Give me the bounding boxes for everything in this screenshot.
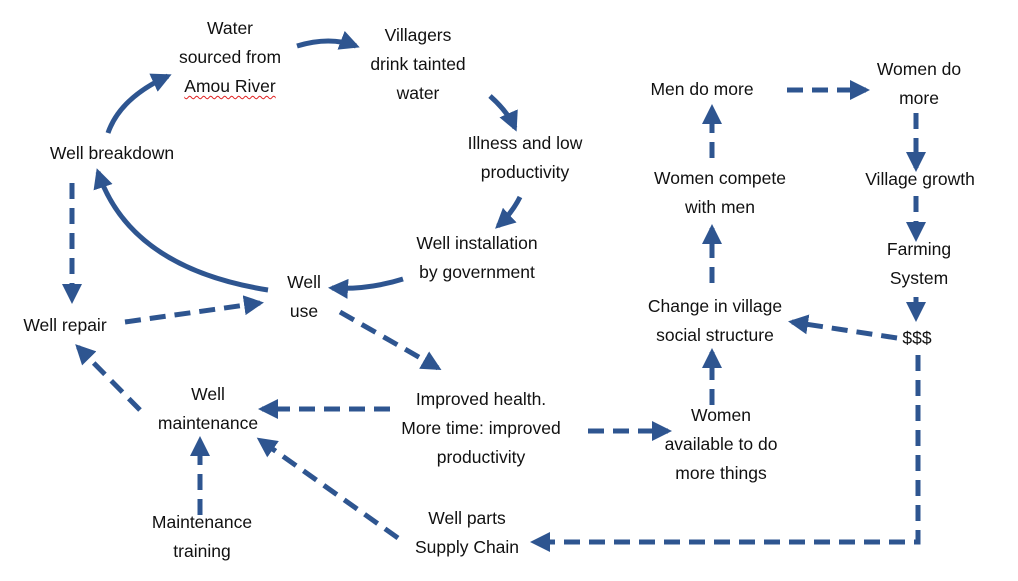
node-village-growth: Village growth — [865, 165, 975, 194]
arrow-breakdown-to-water — [105, 73, 172, 134]
node-well-breakdown-line1: Well breakdown — [49, 143, 175, 163]
arrow-maintenance-to-repair — [75, 344, 142, 412]
arrow-repair-to-welluse — [124, 295, 264, 325]
arrow-welluse-to-improved — [338, 309, 442, 371]
node-well-parts: Well parts Supply Chain — [415, 504, 519, 562]
arrow-water-to-villagers — [296, 30, 360, 50]
node-men-do-more: Men do more — [650, 75, 753, 104]
node-change-social-line1: Change in village — [647, 296, 783, 316]
node-well-breakdown: Well breakdown — [50, 139, 174, 168]
node-change-social-line2: social structure — [656, 325, 774, 345]
node-well-repair-line1: Well repair — [23, 315, 107, 335]
node-illness-line1: Illness and low — [467, 133, 583, 153]
node-well-use-line2: use — [289, 301, 319, 321]
node-water-sourced-line3: Amou River — [184, 76, 276, 96]
node-villagers-drink-line3: water — [396, 83, 440, 103]
node-women-do-more-line2: more — [899, 88, 939, 108]
node-farming-system: Farming System — [887, 235, 951, 293]
node-change-social: Change in village social structure — [648, 292, 782, 350]
node-women-do-more: Women do more — [877, 55, 961, 113]
node-men-do-more-line1: Men do more — [650, 79, 754, 99]
node-improved-health: Improved health. More time: improved pro… — [401, 385, 561, 472]
node-well-installation-line1: Well installation — [416, 233, 538, 253]
node-well-use: Well use — [287, 268, 321, 326]
node-women-compete-line1: Women compete — [654, 168, 786, 188]
arrow-supply-to-maintenance — [256, 437, 400, 541]
node-well-maintenance-line1: Well — [191, 384, 225, 404]
node-illness-line2: productivity — [480, 162, 570, 182]
node-water-sourced-line2: sourced from — [178, 47, 282, 67]
node-villagers-drink-line2: drink tainted — [370, 54, 466, 74]
node-village-growth-line1: Village growth — [865, 169, 975, 189]
node-money: $$$ — [902, 324, 931, 353]
node-villagers-drink: Villagers drink tainted water — [370, 21, 465, 108]
node-maintenance-training-line1: Maintenance — [151, 512, 253, 532]
arrow-installation-to-welluse — [328, 276, 404, 299]
arrow-welluse-to-breakdown — [93, 168, 269, 293]
node-improved-health-line1: Improved health. — [415, 389, 547, 409]
node-farming-system-line2: System — [889, 268, 949, 288]
node-improved-health-line2: More time: improved — [401, 418, 561, 438]
node-women-compete-line2: with men — [684, 197, 756, 217]
node-maintenance-training: Maintenance training — [152, 508, 252, 566]
node-well-repair: Well repair — [23, 311, 106, 340]
node-money-line1: $$$ — [902, 328, 932, 348]
arrow-money-to-change — [788, 314, 898, 341]
node-well-installation: Well installation by government — [416, 229, 537, 287]
node-illness: Illness and low productivity — [468, 129, 583, 187]
node-well-parts-line1: Well parts — [428, 508, 506, 528]
node-well-use-line1: Well — [287, 272, 321, 292]
node-women-available-line3: more things — [675, 463, 767, 483]
node-well-installation-line2: by government — [419, 262, 535, 282]
node-women-available: Women available to do more things — [665, 401, 778, 488]
arrow-money-to-supply — [530, 355, 921, 552]
node-well-maintenance: Well maintenance — [158, 380, 258, 438]
node-improved-health-line3: productivity — [436, 447, 526, 467]
node-well-parts-line2: Supply Chain — [414, 537, 520, 557]
node-maintenance-training-line2: training — [173, 541, 231, 561]
node-farming-system-line1: Farming — [886, 239, 952, 259]
arrow-illness-to-installation — [495, 195, 523, 229]
node-water-sourced: Water sourced from Amou River — [179, 14, 281, 101]
node-women-available-line1: Women — [691, 405, 751, 425]
node-women-available-line2: available to do — [664, 434, 778, 454]
node-water-sourced-line1: Water — [206, 18, 254, 38]
node-villagers-drink-line1: Villagers — [384, 25, 452, 45]
node-women-do-more-line1: Women do — [876, 59, 962, 79]
node-well-maintenance-line2: maintenance — [157, 413, 259, 433]
node-women-compete: Women compete with men — [654, 164, 786, 222]
arrow-villagers-to-illness — [488, 94, 518, 132]
